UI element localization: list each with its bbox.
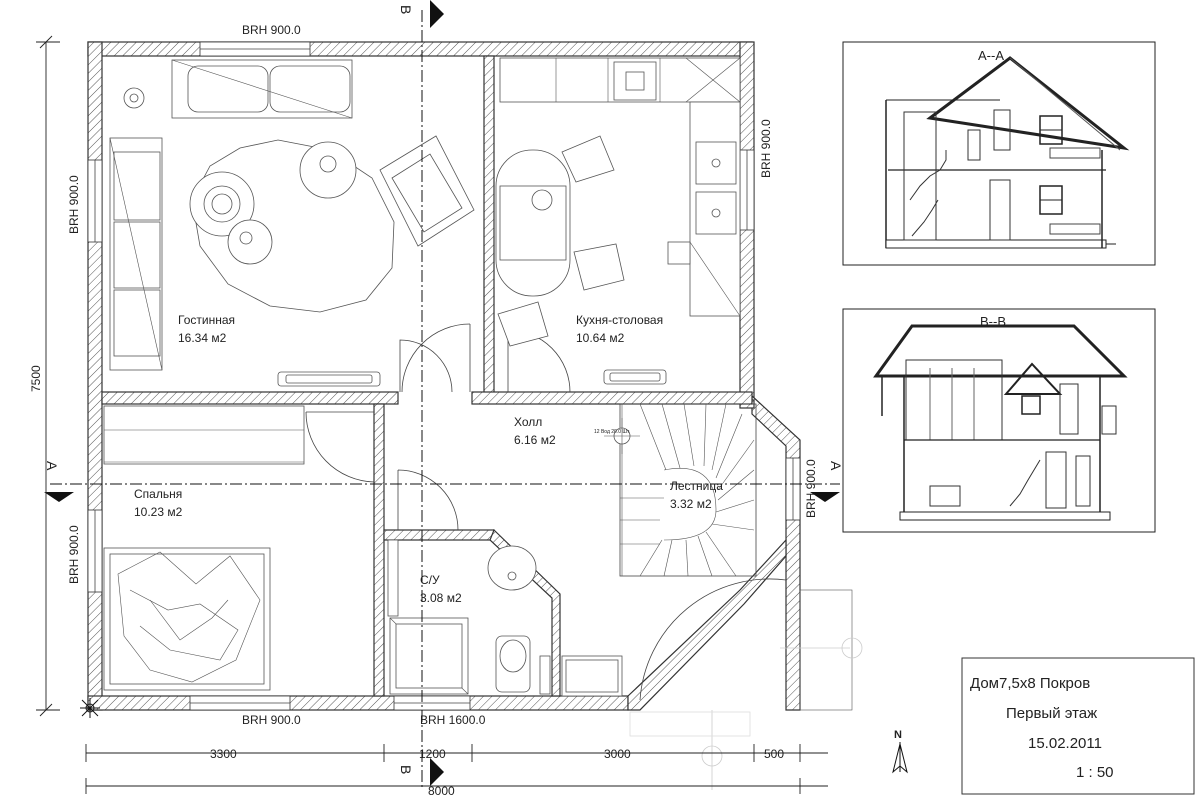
title-project: Дом7,5х8 Покров: [970, 675, 1090, 692]
section-axes: В В А А: [44, 0, 844, 790]
window-label-right-bottom: BRH 900.0: [804, 459, 818, 518]
room-area-bathroom: 3.08 м2: [420, 591, 462, 605]
window-openings: [87, 41, 801, 711]
window-label-bottom-left: BRH 900.0: [242, 713, 301, 727]
title-block: Дом7,5х8 Покров Первый этаж 15.02.2011 1…: [961, 657, 1195, 795]
window-label-bottom-door: BRH 1600.0: [420, 713, 486, 727]
room-area-hall: 6.16 м2: [514, 433, 556, 447]
room-area-kitchen: 10.64 м2: [576, 331, 625, 345]
room-area-bedroom: 10.23 м2: [134, 505, 183, 519]
dim-seg-1: 3300: [210, 747, 237, 761]
section-label-aa: А--А: [978, 48, 1004, 63]
dimension-lines: 7500 3300 1200 3000 500 8000: [29, 35, 828, 798]
room-labels: Гостинная 16.34 м2 Кухня-столовая 10.64 …: [134, 313, 723, 605]
dim-total: 8000: [428, 784, 455, 798]
section-arrow-a-right: [810, 492, 840, 502]
title-date: 15.02.2011: [1028, 735, 1102, 752]
section-arrow-b-top: [430, 0, 444, 28]
section-mark-b-top: В: [398, 5, 414, 14]
title-floor: Первый этаж: [1006, 705, 1097, 722]
room-name-bedroom: Спальня: [134, 487, 182, 501]
stair-note: 12 Вод 20.0 Шт: [594, 429, 630, 435]
section-view-aa: А--А: [842, 41, 1156, 266]
room-name-bathroom: С/У: [420, 573, 440, 587]
section-arrow-b-bottom: [430, 758, 444, 786]
room-name-living: Гостинная: [178, 313, 235, 327]
room-area-stairs: 3.32 м2: [670, 497, 712, 511]
section-view-bb: В--В: [842, 308, 1156, 533]
window-label-top: BRH 900.0: [242, 23, 301, 37]
origin-icon: [80, 698, 100, 718]
room-name-stairs: Лестница: [670, 479, 723, 493]
window-label-left-bottom: BRH 900.0: [67, 525, 81, 584]
dim-seg-4: 500: [764, 747, 784, 761]
section-arrow-a-left: [44, 492, 74, 502]
doors: [305, 323, 787, 701]
room-area-living: 16.34 м2: [178, 331, 227, 345]
window-labels: BRH 900.0 BRH 900.0 BRH 900.0 BRH 900.0 …: [67, 23, 818, 727]
section-mark-a-left: А: [44, 461, 60, 471]
dim-seg-3: 3000: [604, 747, 631, 761]
furniture: [103, 57, 863, 790]
room-name-hall: Холл: [514, 415, 542, 429]
dim-seg-2: 1200: [419, 747, 446, 761]
room-name-kitchen: Кухня-столовая: [576, 313, 663, 327]
window-label-left-top: BRH 900.0: [67, 175, 81, 234]
window-label-right-top: BRH 900.0: [759, 119, 773, 178]
section-mark-b-bottom: В: [398, 765, 414, 774]
title-scale: 1 : 50: [1076, 764, 1114, 781]
dim-height: 7500: [29, 365, 43, 392]
north-arrow-icon: N: [892, 729, 908, 774]
section-mark-a-right: А: [828, 461, 844, 471]
north-label: N: [894, 729, 902, 741]
